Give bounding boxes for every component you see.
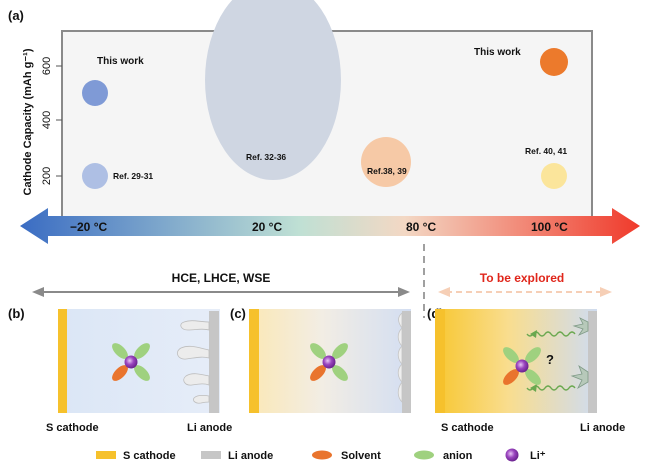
bubble-this-work-cold [82, 80, 108, 106]
bubble-ref-32-36 [205, 0, 341, 180]
panel-c-label: (c) [230, 306, 246, 321]
legend-anode-label: Li anode [228, 450, 273, 462]
bubble-label-ref-40-41: Ref. 40, 41 [525, 146, 567, 156]
bubble-label-ref-38-39: Ref.38, 39 [367, 166, 407, 176]
panel-b-cathode-label: S cathode [46, 422, 99, 434]
legend-cathode-label: S cathode [123, 450, 176, 462]
panel-b-s-cathode [58, 309, 67, 413]
panel-d-cathode-label: S cathode [441, 422, 494, 434]
panel-b-li-anode [209, 311, 219, 413]
panel-a-label: (a) [8, 8, 24, 23]
bubble-ref-38-39 [361, 137, 411, 187]
y-tick-600: 600 [41, 57, 53, 75]
explore-range-label: To be explored [480, 271, 564, 285]
temp-label-minus20: −20 °C [70, 220, 107, 234]
bubble-label-this-work-right: This work [474, 47, 521, 58]
panel-d-anode-label: Li anode [580, 422, 625, 434]
panel-c-li-anode [402, 311, 411, 413]
bubble-label-ref-29-31: Ref. 29-31 [113, 171, 153, 181]
bubble-ref-40-41 [541, 163, 567, 189]
legend-solvent-label: Solvent [341, 450, 381, 462]
temp-label-20: 20 °C [252, 220, 282, 234]
panel-c-s-cathode [249, 309, 259, 413]
panel-d-dendrites [570, 317, 589, 390]
bubble-label-ref-32-36: Ref. 32-36 [246, 152, 286, 162]
bubble-ref-29-31 [82, 163, 108, 189]
hce-range-arrow [32, 287, 410, 297]
temp-label-100: 100 °C [531, 220, 568, 234]
legend-cathode-swatch [96, 451, 116, 459]
explore-range-arrow [438, 287, 612, 297]
temperature-gradient-arrow [20, 208, 640, 244]
y-axis-label: Cathode Capacity (mAh g⁻¹) [22, 48, 34, 195]
panel-c-sei-layer [397, 312, 403, 403]
panel-d-wavy-arrows [526, 330, 576, 392]
panel-d-s-cathode [435, 309, 445, 413]
y-tick-400: 400 [41, 111, 53, 129]
legend-anion-swatch [414, 450, 434, 460]
legend: S cathode Li anode Solvent anion Li⁺ [96, 448, 546, 462]
hce-range-label: HCE, LHCE, WSE [172, 271, 271, 285]
panel-d-li-anode [588, 311, 597, 413]
panel-b-label: (b) [8, 306, 25, 321]
y-tick-200: 200 [41, 167, 53, 185]
legend-li-ion-label: Li⁺ [530, 450, 546, 462]
legend-li-ion-swatch [505, 448, 519, 462]
bubble-label-this-work-left: This work [97, 56, 144, 67]
bubble-this-work-hot [540, 48, 568, 76]
panel-d-question-mark: ? [546, 352, 554, 367]
legend-anode-swatch [201, 451, 221, 459]
legend-solvent-swatch [312, 450, 332, 460]
y-axis-ticks: 600 400 200 [41, 57, 62, 185]
legend-anion-label: anion [443, 450, 473, 462]
temp-label-80: 80 °C [406, 220, 436, 234]
panel-b-anode-label: Li anode [187, 422, 232, 434]
panel-b-dendrites [177, 320, 210, 404]
